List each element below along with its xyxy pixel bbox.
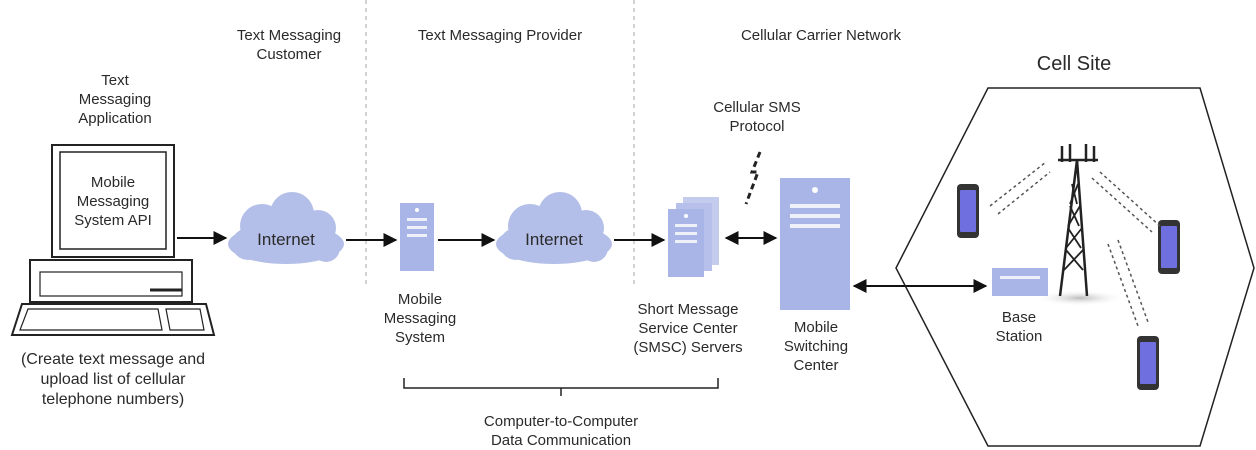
computer-screen-text: Mobile Messaging System API <box>74 174 152 229</box>
column-label-customer: Text Messaging Customer <box>236 27 342 63</box>
sms-protocol-squiggle-icon <box>744 151 762 205</box>
internet-label-1: Internet <box>257 230 315 249</box>
signal-waves <box>989 161 1161 327</box>
computer-caption: (Create text message and upload list of … <box>20 351 206 408</box>
internet-cloud-1-icon <box>228 192 344 264</box>
computer-icon <box>10 144 216 336</box>
mobile-messaging-server-icon <box>400 203 434 271</box>
text-messaging-application-label: Text Messaging Application <box>78 72 152 127</box>
cellphone-right-icon <box>1158 220 1180 274</box>
smsc-servers-icon <box>668 197 719 277</box>
cellphone-left-icon <box>957 184 979 238</box>
data-communication-bracket <box>403 378 719 396</box>
smsc-label: Short Message Service Center (SMSC) Serv… <box>633 301 743 356</box>
sms-protocol-label: Cellular SMS Protocol <box>713 99 801 135</box>
cellphone-bottom-icon <box>1137 336 1159 390</box>
base-station-label: Base Station <box>995 309 1043 345</box>
column-label-provider: Text Messaging Provider <box>417 27 583 44</box>
mobile-messaging-system-label: Mobile Messaging System <box>383 291 457 346</box>
bracket-label: Computer-to-Computer Data Communication <box>483 413 639 449</box>
cell-tower-icon <box>1034 144 1126 306</box>
internet-label-2: Internet <box>525 230 583 249</box>
column-label-carrier: Cellular Carrier Network <box>740 27 902 44</box>
mobile-switching-center-icon <box>780 178 850 310</box>
cell-site-title: Cell Site <box>1036 53 1112 75</box>
cell-site-hexagon <box>895 87 1255 447</box>
internet-cloud-2-icon <box>496 192 612 264</box>
mobile-switching-center-label: Mobile Switching Center <box>783 319 849 374</box>
base-station-icon <box>992 268 1048 296</box>
